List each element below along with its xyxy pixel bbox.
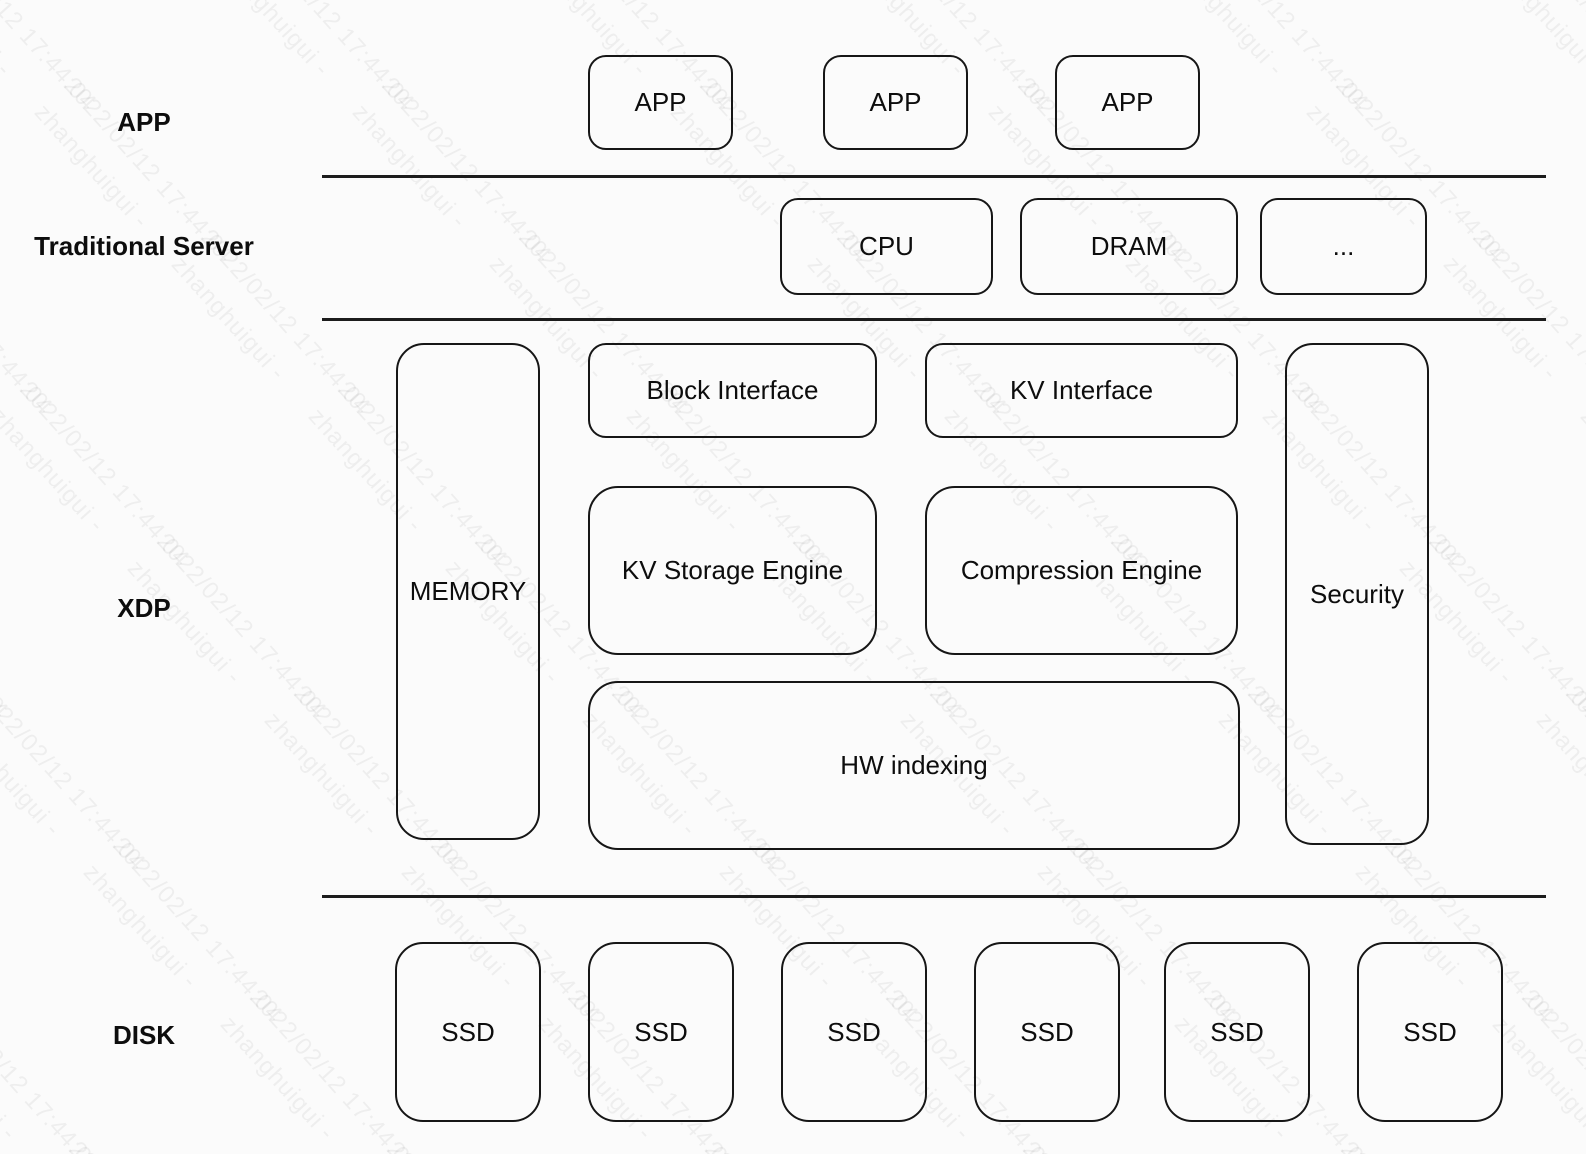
ellipsis-box: ...: [1260, 198, 1427, 295]
block-interface-box: Block Interface: [588, 343, 877, 438]
ssd-box-1: SSD: [395, 942, 541, 1122]
divider-server-xdp: [322, 318, 1546, 321]
divider-app-server: [322, 175, 1546, 178]
row-label-xdp: XDP: [117, 593, 171, 623]
security-box: Security: [1285, 343, 1429, 845]
app-box-1: APP: [588, 55, 733, 150]
ssd-box-5: SSD: [1164, 942, 1310, 1122]
ssd-box-2: SSD: [588, 942, 734, 1122]
kv-storage-engine-box: KV Storage Engine: [588, 486, 877, 655]
ssd-box-3: SSD: [781, 942, 927, 1122]
app-box-2: APP: [823, 55, 968, 150]
ssd-box-4: SSD: [974, 942, 1120, 1122]
ssd-box-6: SSD: [1357, 942, 1503, 1122]
cpu-box: CPU: [780, 198, 993, 295]
row-label-disk: DISK: [112, 1020, 176, 1050]
compression-engine-box: Compression Engine: [925, 486, 1238, 655]
hw-indexing-box: HW indexing: [588, 681, 1240, 850]
memory-box: MEMORY: [396, 343, 540, 840]
row-label-app: APP: [117, 107, 171, 137]
divider-xdp-disk: [322, 895, 1546, 898]
dram-box: DRAM: [1020, 198, 1238, 295]
kv-interface-box: KV Interface: [925, 343, 1238, 438]
app-box-3: APP: [1055, 55, 1200, 150]
row-label-server: Traditional Server: [34, 231, 254, 261]
